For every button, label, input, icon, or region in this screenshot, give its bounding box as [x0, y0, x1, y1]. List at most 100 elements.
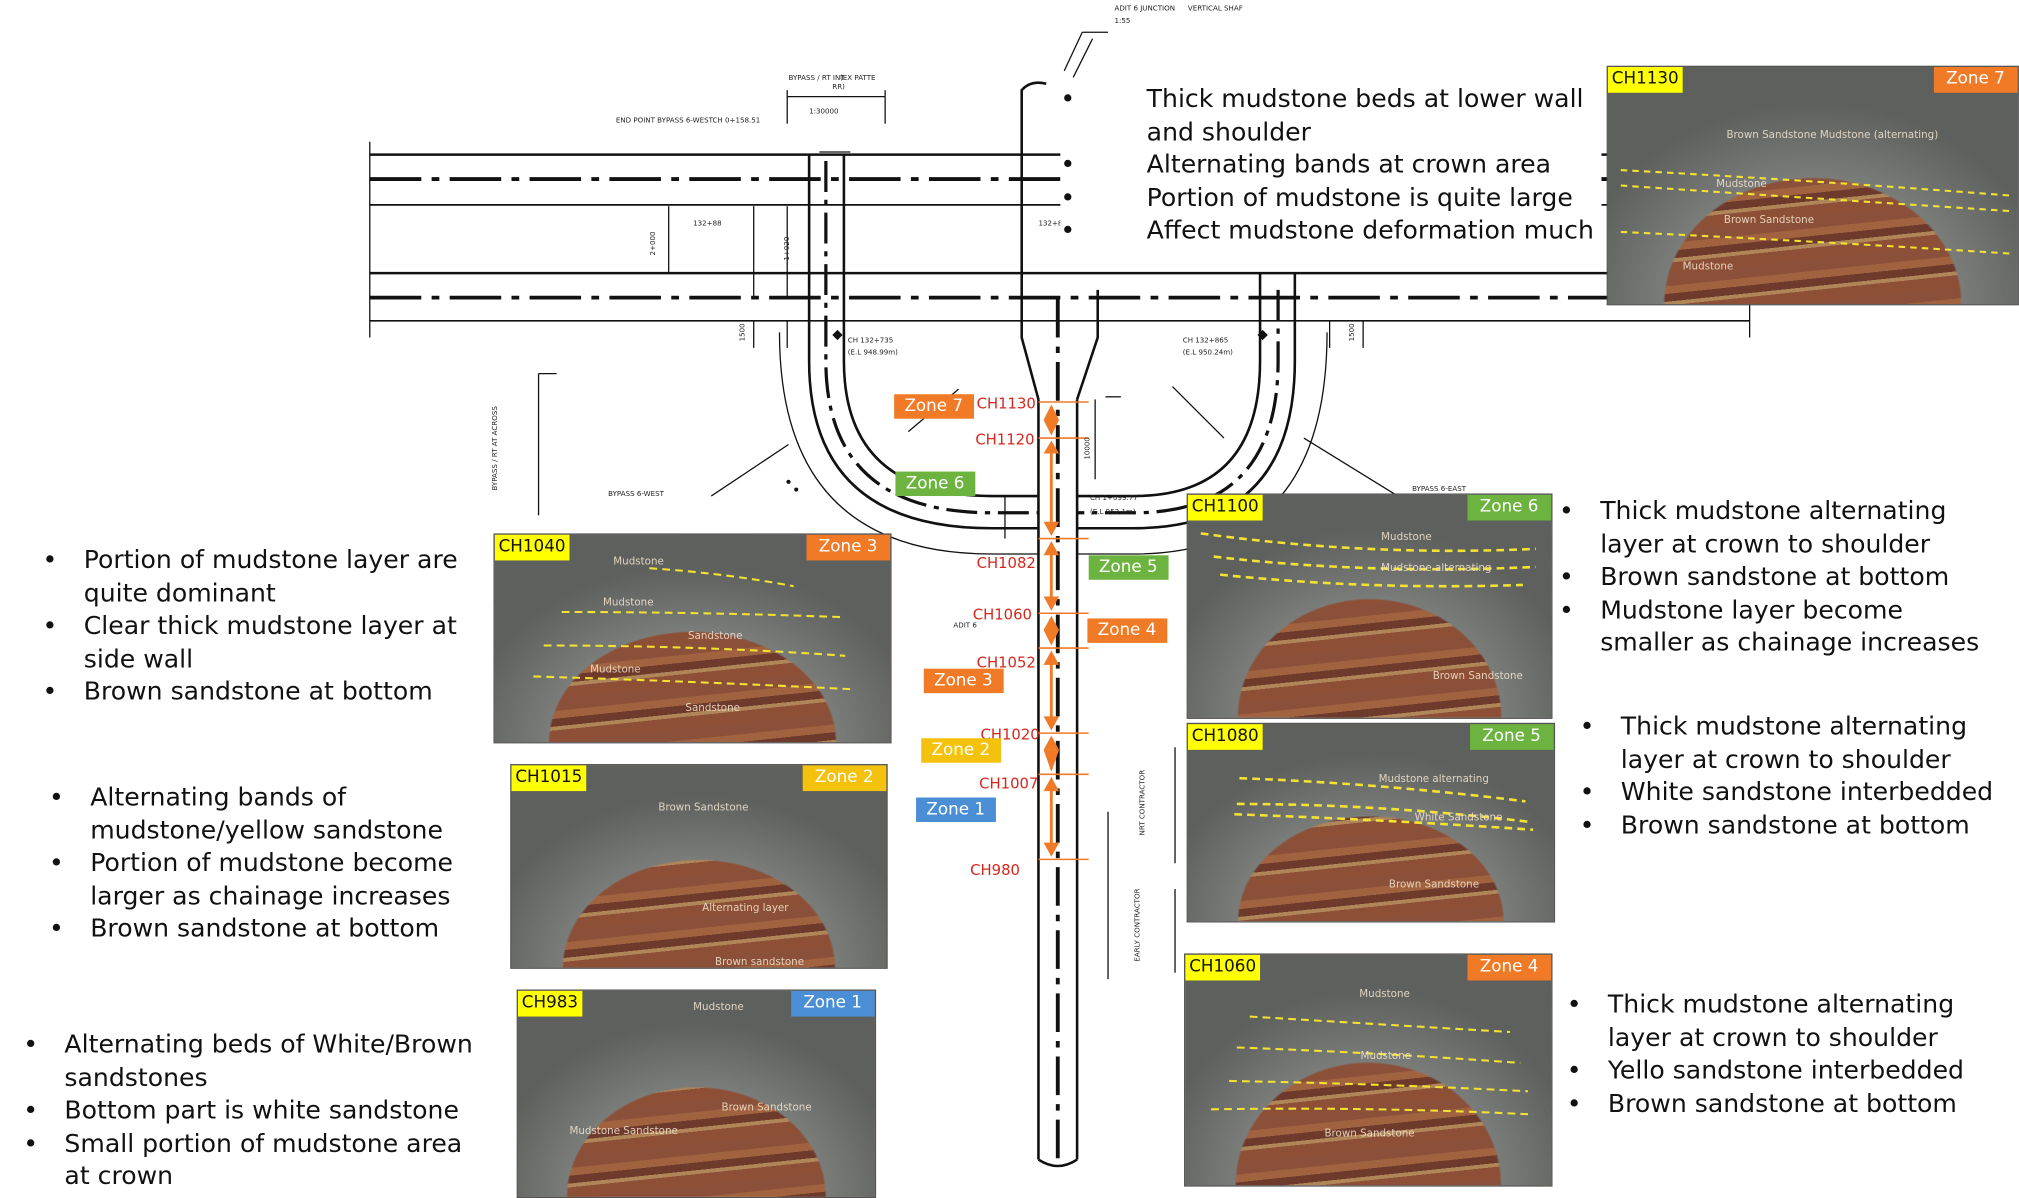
bypass-east-label: BYPASS 6-EAST	[1412, 485, 1467, 494]
tunnel-face-photo-ch1130: CH1130 Zone 7 Brown Sandstone Mudstone (…	[1606, 65, 2019, 306]
ch1100-zone-tag: Zone 6	[1466, 494, 1552, 521]
chainage-label-1052: CH1052	[976, 653, 1036, 672]
zone-5-point-1: Thick mudstone alternating layer at crow…	[1580, 710, 2012, 776]
tunnel-face-photo-ch1040: CH1040 Zone 3 Mudstone Mudstone Sandston…	[493, 533, 892, 744]
chainage-label-1120: CH1120	[975, 430, 1035, 449]
zone-2-point-3: Brown sandstone at bottom	[49, 912, 493, 945]
ch1060-annotation-1: Mudstone	[1359, 988, 1410, 1000]
bypass-rt-label: BYPASS / RT INT	[788, 74, 845, 83]
adit-junction-label: ADIT 6 JUNCTION	[1114, 5, 1176, 13]
zone-4-marker: Zone 4	[1087, 618, 1167, 643]
ch1040-annotation-5: Sandstone	[685, 702, 740, 714]
zone-1-point-1: Alternating beds of White/Brown sandston…	[23, 1028, 493, 1094]
zone-7-marker: Zone 7	[894, 394, 974, 419]
zone-1-description: Alternating beds of White/Brown sandston…	[23, 1028, 493, 1192]
zone-6-point-3: Mudstone layer become smaller as chainag…	[1559, 593, 1997, 659]
ch1080-annotation-2: White Sandstone	[1414, 811, 1503, 824]
dim-label-2: 2+000	[649, 231, 658, 256]
tunnel-face-photo-ch1080: CH1080 Zone 5 Mudstone alternating White…	[1186, 722, 1556, 923]
tunnel-face-photo-ch1100: CH1100 Zone 6 Mudstone Mudstone alternat…	[1186, 493, 1553, 719]
ch1100-annotation-1: Mudstone	[1381, 530, 1432, 543]
ch1130-tag: CH1130	[1607, 66, 1683, 93]
el-mid-label: (E.L 952.1m)	[1089, 508, 1136, 517]
zone-6-point-1: Thick mudstone alternating layer at crow…	[1559, 495, 1997, 561]
dim-label-4: 1500	[739, 323, 748, 342]
dim-label-3: 1+020	[783, 236, 792, 261]
chainage-label-1007: CH1007	[979, 774, 1039, 793]
zone-4-point-2: Yello sandstone interbedded	[1567, 1054, 2018, 1087]
zone-7-description: Thick mudstone beds at lower wall and sh…	[1060, 82, 1602, 247]
dim-label-5: 10000	[1084, 437, 1093, 460]
ch1060-zone-tag: Zone 4	[1466, 954, 1552, 981]
ch1100-tag: CH1100	[1187, 494, 1263, 521]
ch1080-tag: CH1080	[1187, 724, 1263, 750]
ch1040-zone-tag: Zone 3	[805, 534, 891, 561]
ch1130-annotation-2: Mudstone	[1716, 177, 1767, 190]
chainage-label-1130: CH1130	[976, 394, 1036, 413]
ch-end-label: CH 0+158.51	[712, 117, 761, 125]
contractor-2-label: EARLY CONTRACTOR	[1134, 888, 1143, 962]
ch1100-annotation-2: Mudstone alternating	[1381, 561, 1492, 574]
ch-mid-label: CH 1+099.77	[1089, 494, 1138, 503]
zone-3-point-2: Clear thick mudstone layer at side wall	[43, 609, 475, 675]
zone-2-point-1: Alternating bands of mudstone/yellow san…	[49, 781, 493, 847]
zone-1-marker: Zone 1	[916, 797, 996, 822]
chainage-label-980: CH980	[970, 860, 1020, 879]
ch1080-annotation-3: Brown Sandstone	[1388, 878, 1480, 891]
left-ch-label: CH 132+735	[847, 337, 894, 346]
ch1040-annotation-1: Mudstone	[613, 555, 664, 567]
zone-4-description: Thick mudstone alternating layer at crow…	[1567, 988, 2018, 1119]
zone-6-point-2: Brown sandstone at bottom	[1559, 560, 1997, 593]
ch1015-zone-tag: Zone 2	[802, 765, 887, 792]
ex-patte-label: (EX PATTE	[840, 74, 876, 83]
dim-label-4b: 1500	[1348, 323, 1357, 342]
ch1015-annotation-3: Brown sandstone	[715, 955, 805, 968]
zone-3-description: Portion of mudstone layer are quite domi…	[43, 544, 475, 708]
vertical-shaft-label: VERTICAL SHAF	[1187, 5, 1243, 13]
zone-4-point-1: Thick mudstone alternating layer at crow…	[1567, 988, 2018, 1054]
zone-2-marker: Zone 2	[921, 738, 1001, 763]
ch1060-annotation-2: Mudstone	[1360, 1050, 1412, 1062]
dim-label-1: 132+88	[693, 220, 722, 229]
ch1015-annotation-1: Brown Sandstone	[658, 801, 749, 813]
tunnel-face-photo-ch1060: CH1060 Zone 4 Mudstone Mudstone Brown Sa…	[1184, 953, 1553, 1187]
zone-1-point-3: Small portion of mudstone area at crown	[23, 1127, 493, 1193]
ch983-annotation-1: Mudstone	[693, 1001, 744, 1013]
left-el-label: (E.L 948.99m)	[847, 349, 898, 357]
ch1130-zone-tag: Zone 7	[1933, 66, 2018, 93]
ch1080-zone-tag: Zone 5	[1469, 724, 1554, 750]
dim-label-1b: 132+88	[1038, 220, 1067, 229]
ch1130-annotation-3: Brown Sandstone	[1723, 213, 1815, 226]
ch1040-annotation-2: Mudstone	[602, 596, 654, 609]
zone-3-point-1: Portion of mudstone layer are quite domi…	[43, 544, 475, 610]
ch983-annotation-3: Mudstone Sandstone	[569, 1124, 678, 1137]
right-el-label: (E.L 950.24m)	[1182, 349, 1233, 357]
ch1015-tag: CH1015	[511, 765, 587, 792]
zone-5-point-3: Brown sandstone at bottom	[1580, 808, 2012, 841]
scale-mid-label: 1:30000	[809, 108, 839, 116]
zone-5-marker: Zone 5	[1088, 555, 1168, 580]
zone-2-description: Alternating bands of mudstone/yellow san…	[49, 781, 493, 945]
scale-top-label: 1:55	[1114, 18, 1131, 26]
ch1015-annotation-2: Alternating layer	[702, 901, 789, 914]
chainage-label-1060: CH1060	[972, 605, 1032, 624]
ch1130-annotation-1: Brown Sandstone Mudstone (alternating)	[1726, 128, 1939, 141]
zone-7-point-2: Alternating bands at crown area	[1060, 148, 1601, 181]
chainage-label-1082: CH1082	[976, 554, 1036, 573]
bypass-west-label: BYPASS 6-WEST	[608, 490, 664, 499]
zone-7-point-4: Affect mudstone deformation much	[1060, 214, 1601, 247]
tunnel-face-photo-ch1015: CH1015 Zone 2 Brown Sandstone Alternatin…	[510, 764, 888, 969]
zone-6-description: Thick mudstone alternating layer at crow…	[1559, 495, 1997, 659]
zone-3-marker: Zone 3	[923, 668, 1004, 694]
ch1130-annotation-4: Mudstone	[1682, 260, 1734, 272]
contractor-1-label: NRT CONTRACTOR	[1139, 769, 1148, 836]
right-ch-label: CH 132+865	[1182, 337, 1229, 346]
zone-2-point-2: Portion of mudstone become larger as cha…	[49, 846, 493, 912]
zone-6-marker: Zone 6	[895, 471, 975, 497]
ch983-annotation-2: Brown Sandstone	[721, 1101, 812, 1114]
zone-5-point-2: White sandstone interbedded	[1580, 776, 2012, 809]
end-point-label: END POINT BYPASS 6-WEST	[615, 117, 713, 125]
zone-7-point-3: Portion of mudstone is quite large	[1060, 181, 1601, 214]
ex-patte-sub-label: RR)	[832, 83, 845, 92]
